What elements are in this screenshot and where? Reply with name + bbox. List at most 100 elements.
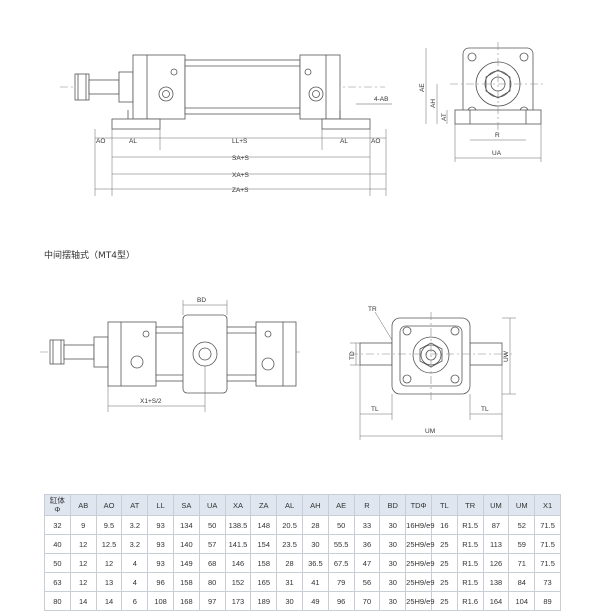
header-td: TDΦ — [405, 494, 432, 516]
side-view-foot-mount — [60, 54, 392, 196]
table-cell: 50 — [44, 553, 71, 573]
table-cell: 59 — [508, 534, 536, 554]
table-cell: 47 — [353, 553, 381, 573]
table-cell: 154 — [250, 534, 278, 554]
dim-ah: AH — [430, 99, 437, 108]
header-um-2: UM — [508, 494, 536, 516]
header-tl: TL — [430, 494, 458, 516]
dim-al-right: AL — [340, 138, 348, 145]
table-cell: 71 — [508, 553, 536, 573]
table-cell: 96 — [147, 572, 174, 592]
table-cell: 9 — [69, 515, 97, 535]
table-cell: R1.5 — [456, 515, 484, 535]
table-cell: 140 — [172, 534, 200, 554]
table-cell: 104 — [508, 591, 536, 611]
header-r: R — [353, 494, 381, 516]
table-cell: 80 — [44, 591, 71, 611]
table-cell: 33 — [353, 515, 381, 535]
table-cell: 146 — [224, 553, 252, 573]
dim-uw: UW — [503, 350, 510, 362]
table-cell: 30 — [379, 534, 407, 554]
table-cell: 6 — [121, 591, 149, 611]
table-cell: 70 — [353, 591, 381, 611]
table-cell: 152 — [224, 572, 252, 592]
table-cell: 3.2 — [121, 534, 149, 554]
header-at: AT — [121, 494, 149, 516]
header-bore-top: 缸体 — [49, 496, 65, 505]
table-cell: 16 — [430, 515, 458, 535]
dim-ao-left: AO — [96, 138, 105, 145]
table-cell: 134 — [172, 515, 200, 535]
table-cell: 40 — [44, 534, 71, 554]
table-cell: 84 — [508, 572, 536, 592]
header-ao: AO — [95, 494, 123, 516]
table-cell: 164 — [482, 591, 510, 611]
table-cell: 25H9/e9 — [405, 572, 435, 592]
table-cell: 89 — [534, 591, 561, 611]
dim-at: AT — [441, 113, 448, 121]
table-cell: 25H9/e9 — [405, 591, 435, 611]
table-cell: 63 — [44, 572, 71, 592]
dim-za-s: ZA+S — [232, 187, 249, 194]
side-view-mt4 — [40, 300, 300, 412]
table-cell: 168 — [172, 591, 200, 611]
end-view-foot-mount — [425, 42, 546, 162]
dim-ua: UA — [492, 150, 502, 157]
header-um: UM — [482, 494, 510, 516]
table-cell: 50 — [198, 515, 226, 535]
table-cell: 113 — [482, 534, 510, 554]
header-bore-bottom: Φ — [54, 505, 61, 514]
table-cell: 158 — [172, 572, 200, 592]
table-cell: 30 — [301, 534, 329, 554]
table-cell: 67.5 — [327, 553, 355, 573]
table-cell: 36.5 — [301, 553, 329, 573]
table-cell: 50 — [327, 515, 355, 535]
table-cell: 93 — [147, 534, 174, 554]
table-cell: 71.5 — [534, 534, 561, 554]
header-ah: AH — [301, 494, 329, 516]
dim-bd: BD — [197, 297, 206, 304]
header-xa: XA — [224, 494, 252, 516]
table-cell: 12 — [69, 572, 97, 592]
table-cell: 23.5 — [276, 534, 303, 554]
header-tr: TR — [456, 494, 484, 516]
dim-ll-s: LL+S — [232, 138, 248, 145]
dim-ae: AE — [419, 83, 426, 92]
header-ae: AE — [327, 494, 355, 516]
table-cell: 14 — [69, 591, 97, 611]
table-cell: 71.5 — [534, 515, 561, 535]
dim-tr: TR — [368, 306, 377, 313]
table-cell: 4 — [121, 572, 149, 592]
dim-td: TD — [349, 351, 356, 360]
table-cell: 30 — [276, 591, 303, 611]
table-cell: 30 — [379, 553, 407, 573]
dim-tl-right: TL — [481, 406, 489, 413]
table-cell: 49 — [301, 591, 329, 611]
section-title-mt4: 中间摆轴式（MT4型） — [44, 251, 135, 261]
table-cell: 96 — [327, 591, 355, 611]
dim-xa-s: XA+S — [232, 172, 249, 179]
table-cell: 20.5 — [276, 515, 303, 535]
table-cell: 25 — [430, 572, 458, 592]
table-cell: 68 — [198, 553, 226, 573]
table-cell: 138.5 — [224, 515, 252, 535]
table-cell: 52 — [508, 515, 536, 535]
dim-al-left: AL — [129, 138, 137, 145]
table-cell: 57 — [198, 534, 226, 554]
table-cell: 3.2 — [121, 515, 149, 535]
table-cell: 108 — [147, 591, 174, 611]
table-cell: 93 — [147, 553, 174, 573]
table-cell: 189 — [250, 591, 278, 611]
table-cell: 30 — [379, 515, 407, 535]
table-cell: 12 — [95, 553, 123, 573]
table-cell: 71.5 — [534, 553, 561, 573]
table-cell: 25 — [430, 534, 458, 554]
dim-um: UM — [425, 428, 435, 435]
